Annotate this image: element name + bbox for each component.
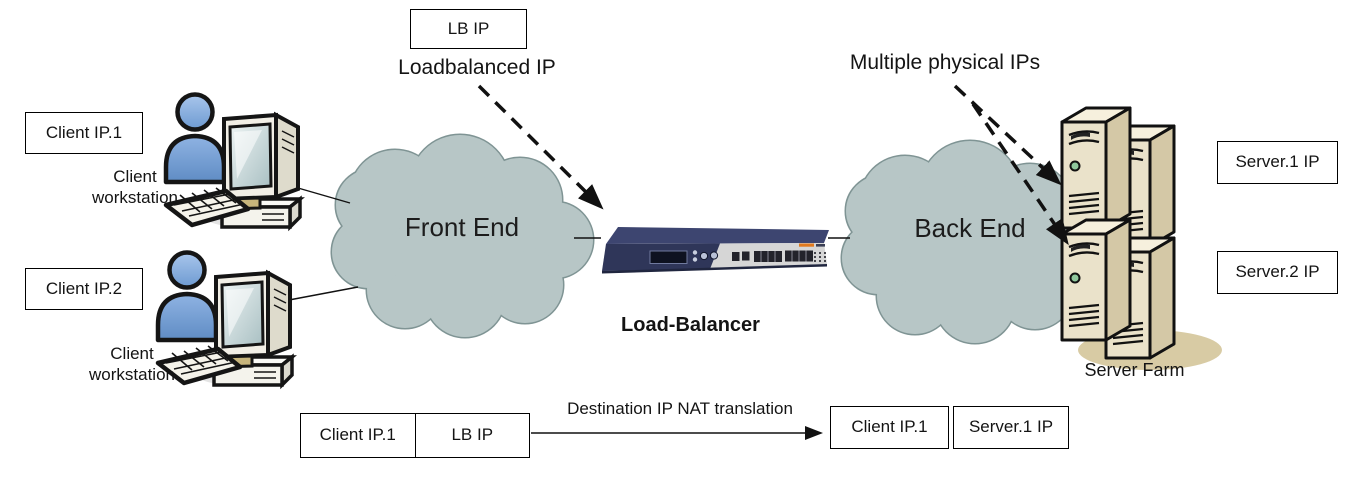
client2-ip-label: Client IP.2: [45, 278, 123, 298]
server2-ip-box: Server.2 IP: [1217, 251, 1338, 294]
client2-to-cloud-line: [288, 286, 359, 301]
loadbalanced-ip-annotation: Loadbalanced IP: [398, 56, 556, 79]
client1-ip-box: Client IP.1: [25, 112, 143, 154]
physical-ip-dashed-arrow-2: [971, 103, 1069, 246]
physical-ip-dashed-arrow-1: [953, 84, 1062, 186]
server-tower-icon: [1060, 218, 1132, 342]
nat-dest-dst-label: Server.1 IP: [968, 417, 1054, 437]
appliance-brand-logo: [799, 243, 814, 247]
client1-caption: Client workstation: [92, 167, 178, 208]
nat-dest-src-label: Client IP.1: [851, 417, 928, 437]
client2-caption: Client workstation: [89, 344, 175, 385]
lb-ip-box: LB IP: [410, 9, 527, 49]
nat-dest-src-box: Client IP.1: [830, 406, 949, 449]
front-end-cloud-label: Front End: [404, 212, 520, 242]
client1-ip-label: Client IP.1: [45, 122, 123, 142]
vent-dots: [814, 252, 826, 262]
server1-ip-label: Server.1 IP: [1235, 152, 1320, 172]
lb-ip-label: LB IP: [447, 18, 490, 38]
client1-to-cloud-line: [297, 187, 351, 204]
server-farm-caption: Server Farm: [1084, 360, 1185, 380]
load-balancer-appliance-icon: [602, 227, 829, 274]
server1-ip-box: Server.1 IP: [1217, 141, 1338, 184]
nat-source-src-cell: Client IP.1: [319, 425, 396, 445]
server-farm-icon: [1060, 106, 1176, 360]
server-tower-icon: [1060, 106, 1132, 230]
multiple-physical-ips-annotation: Multiple physical IPs: [849, 51, 1041, 74]
lb-ip-dashed-arrow: [477, 84, 604, 210]
client2-ip-box: Client IP.2: [25, 268, 143, 310]
back-end-cloud-label: Back End: [914, 213, 1026, 243]
nat-source-dst-cell: LB IP: [414, 414, 530, 457]
load-balancer-caption: Load-Balancer: [621, 314, 760, 336]
nat-source-packet-box: Client IP.1 LB IP: [300, 413, 530, 458]
nat-arrow-label: Destination IP NAT translation: [567, 399, 793, 418]
server2-ip-label: Server.2 IP: [1235, 262, 1320, 282]
nat-dest-dst-box: Server.1 IP: [953, 406, 1069, 449]
